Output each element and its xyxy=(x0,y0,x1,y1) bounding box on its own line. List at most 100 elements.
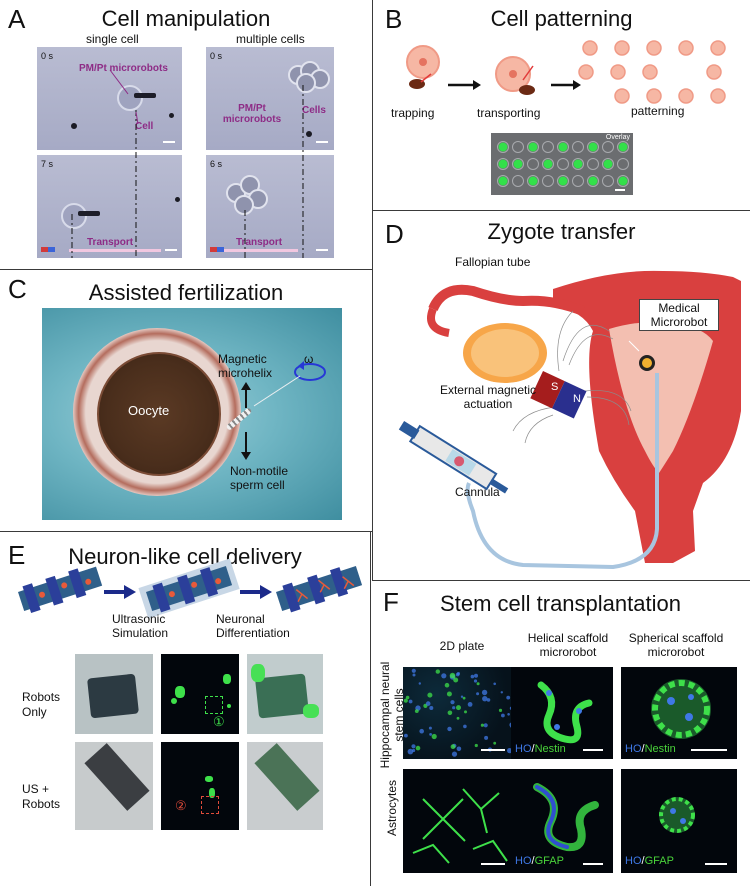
divider-vertical-top xyxy=(372,0,373,580)
label-cells: Cells xyxy=(302,105,326,116)
nucleus xyxy=(404,733,408,738)
nucleus xyxy=(414,709,419,713)
green-cell xyxy=(588,176,598,186)
green-cell xyxy=(528,176,538,186)
patterned-cell xyxy=(678,88,694,104)
green-cell xyxy=(513,159,523,169)
label-cell: Cell xyxy=(135,121,154,132)
nucleus xyxy=(464,710,467,714)
particle xyxy=(175,197,180,202)
patterned-cell xyxy=(582,40,598,56)
panel-d-title: Zygote transfer xyxy=(487,219,636,244)
nucleus xyxy=(405,695,410,700)
well xyxy=(497,158,509,170)
nucleus xyxy=(403,698,408,703)
microrobot xyxy=(78,211,100,216)
panel-f-title: Stem cell transplantation xyxy=(440,591,681,616)
flag-icon xyxy=(41,247,55,252)
well xyxy=(512,158,524,170)
us-robots-brightfield xyxy=(75,742,153,830)
nucleus xyxy=(453,677,459,683)
col-helical: Helical scaffold microrobot xyxy=(527,631,609,659)
panel-d-letter: D xyxy=(385,219,404,249)
panel-f-letter: F xyxy=(383,587,399,617)
row-us-robots: US + Robots xyxy=(22,782,61,811)
us-robots-fluorescence: ② xyxy=(161,742,239,830)
panel-f: F Stem cell transplantation 2D plate Hel… xyxy=(371,581,750,886)
oocyte xyxy=(97,352,221,476)
green-cell xyxy=(543,159,553,169)
helix-arrows xyxy=(241,361,326,460)
transport-label: Transport xyxy=(87,237,134,248)
nucleus xyxy=(446,691,452,697)
nucleus xyxy=(460,695,464,698)
micrograph-single-7s: 7 s Transport xyxy=(37,155,182,258)
scale-bar xyxy=(316,141,328,143)
nucleus xyxy=(493,741,497,745)
delivery-diagram xyxy=(18,558,363,619)
nucleus xyxy=(473,679,478,683)
well xyxy=(617,175,629,187)
tracking-lines xyxy=(71,69,304,258)
well xyxy=(542,175,554,187)
divider-row2 xyxy=(0,531,372,532)
patterned-cell xyxy=(710,88,726,104)
nucleus xyxy=(415,745,421,751)
nucleus xyxy=(481,689,488,696)
divider-row1 xyxy=(0,269,372,270)
green-cell xyxy=(573,159,583,169)
nucleus xyxy=(463,724,467,729)
scale-bar xyxy=(165,249,177,251)
patterned-cell xyxy=(578,64,594,80)
magnet-s: S xyxy=(551,381,559,393)
nucleus xyxy=(456,705,461,711)
sperm-label: Non-motile sperm cell xyxy=(230,464,289,492)
nucleus xyxy=(455,672,460,677)
particle xyxy=(306,131,312,137)
uterus-diagram xyxy=(398,270,741,570)
panel-a-letter: A xyxy=(8,4,26,34)
nucleus xyxy=(419,728,424,734)
nucleus xyxy=(483,723,488,728)
astro-2d-plate xyxy=(403,769,515,873)
col-2d-plate: 2D plate xyxy=(439,639,485,653)
well xyxy=(572,158,584,170)
green-cell xyxy=(498,176,508,186)
nucleus xyxy=(451,751,458,757)
cannula-label: Cannula xyxy=(455,485,500,499)
divider-b-d xyxy=(372,210,750,211)
nucleus xyxy=(507,713,510,716)
hippo-helical: HO/Nestin xyxy=(511,667,613,759)
well xyxy=(602,175,614,187)
green-cell xyxy=(618,176,628,186)
divider-d-f xyxy=(372,580,750,581)
external-label: External magnetic actuation xyxy=(439,383,537,411)
nucleus xyxy=(429,733,432,736)
robots-only-brightfield xyxy=(75,654,153,734)
well xyxy=(497,141,509,153)
step-ultrasonic: Ultrasonic Simulation xyxy=(112,612,169,640)
scale-bar xyxy=(163,141,175,143)
nucleus xyxy=(486,698,491,702)
scale-bar xyxy=(316,249,328,251)
patterned-cell xyxy=(614,88,630,104)
panel-e-title: Neuron-like cell delivery xyxy=(68,544,302,569)
transport-label: Transport xyxy=(236,237,283,248)
astro-helical: HO/GFAP xyxy=(511,769,613,873)
green-cell xyxy=(498,142,508,152)
nucleus xyxy=(450,700,455,705)
us-robots-overlay xyxy=(247,742,323,830)
green-cell xyxy=(528,142,538,152)
row-robots-only: Robots Only xyxy=(22,690,61,719)
nucleus xyxy=(441,673,447,679)
nucleus xyxy=(447,710,453,716)
panel-b-letter: B xyxy=(385,4,403,34)
well xyxy=(602,158,614,170)
nucleus xyxy=(412,673,416,677)
nucleus xyxy=(427,692,433,698)
col-single-label: single cell xyxy=(86,32,139,46)
well xyxy=(497,175,509,187)
nucleus xyxy=(470,674,475,679)
well xyxy=(587,141,599,153)
nucleus xyxy=(449,672,456,679)
